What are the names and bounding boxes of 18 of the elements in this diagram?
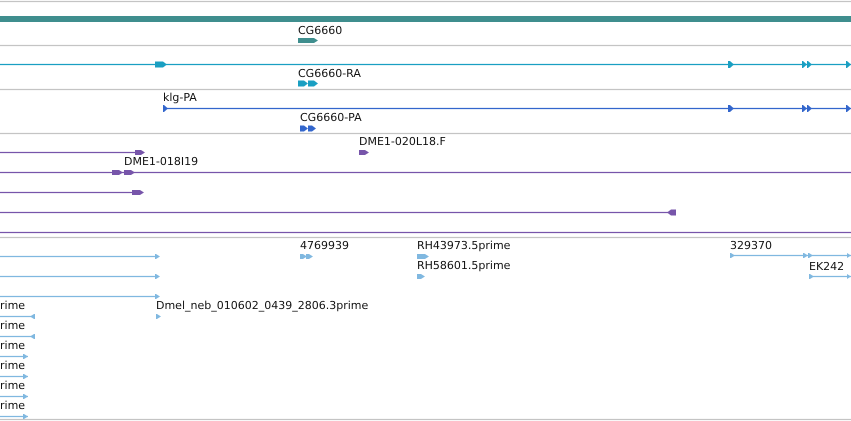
feature-label: 4769939	[300, 240, 349, 251]
feature-label: 329370	[730, 240, 772, 251]
feature-label: rime	[0, 380, 26, 391]
feature-label: Dmel_neb_010602_0439_2806.3prime	[156, 300, 368, 311]
feature-label: rime	[0, 300, 26, 311]
feature-label: RH43973.5prime	[417, 240, 510, 251]
feature-label: EK242	[809, 261, 844, 272]
feature-label: rime	[0, 360, 26, 371]
feature-label: klg-PA	[163, 92, 197, 103]
feature-label: CG6660-RA	[298, 68, 361, 79]
feature-label: DME1-018I19	[124, 156, 198, 167]
feature-label: CG6660	[298, 25, 342, 36]
feature-label: RH58601.5prime	[417, 260, 510, 271]
feature-label: CG6660-PA	[300, 112, 362, 123]
feature-label: rime	[0, 400, 26, 411]
feature-label: rime	[0, 340, 26, 351]
feature-label: rime	[0, 320, 26, 331]
feature-label: DME1-020L18.F	[359, 136, 446, 147]
